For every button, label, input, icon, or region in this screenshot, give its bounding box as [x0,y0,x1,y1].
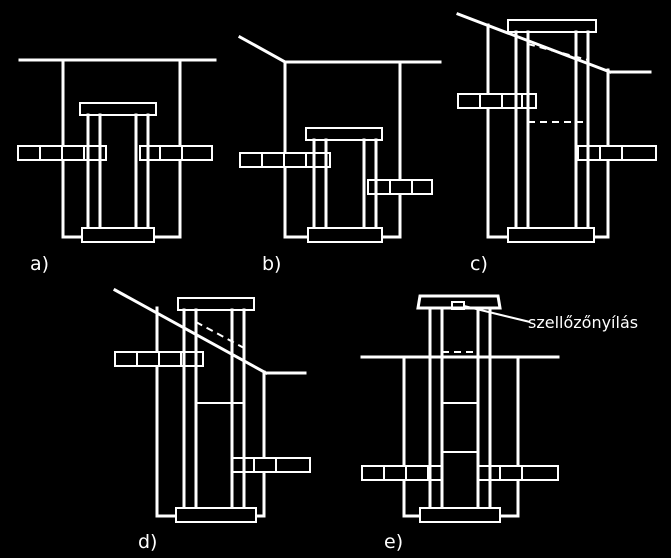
annotation-leader [463,305,531,323]
chimney-cap-c [507,19,597,33]
label-a: a) [30,253,49,275]
chimney-cap-a [79,102,157,116]
roof-slope-b [237,34,288,65]
annotation-vent: szellőzőnyílás [528,313,638,332]
hidden-roof-line-d [195,321,245,349]
slab-right-a [139,145,213,161]
label-e: e) [384,531,403,553]
slab-right-c [577,145,657,161]
label-d: d) [138,531,157,553]
chimney-base-c [507,227,595,243]
chimney-base-a [81,227,155,243]
label-b: b) [262,253,281,275]
chimney-base-b [307,227,383,243]
panel-d: d) [112,287,311,553]
slab-right-b [367,179,433,195]
chimney-cap-d [177,297,255,311]
panel-b: b) [237,34,442,275]
chimney-base-e [419,507,501,523]
label-c: c) [470,253,488,275]
panel-e: szellőzőnyílás e) [360,294,638,553]
roof-slope-c [456,12,612,74]
chimney-base-d [175,507,257,523]
panel-a: a) [17,58,217,275]
chimney-cap-b [305,127,383,141]
panel-c: c) [456,12,657,275]
roof-slope-d [112,287,269,376]
vent-opening [451,301,465,310]
slab-left-c [457,93,537,109]
hidden-roof-line-c [527,43,589,61]
